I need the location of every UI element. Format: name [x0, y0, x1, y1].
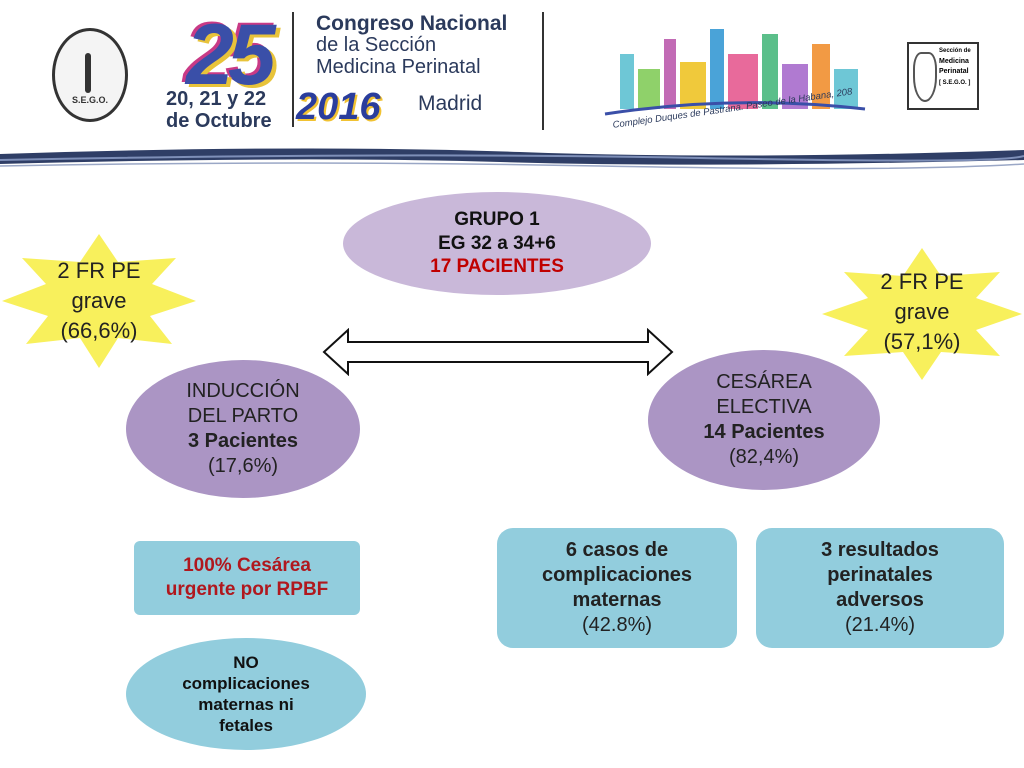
logo-line4: [ S.E.G.O. ]: [939, 80, 971, 86]
logo-line2: Medicina: [939, 58, 969, 65]
edition-number: 25: [186, 7, 276, 103]
seccion-medicina-perinatal-logo: Sección de Medicina Perinatal [ S.E.G.O.…: [907, 42, 979, 110]
maternas-line2: complicaciones: [541, 564, 693, 586]
group-patients: 17 PACIENTES: [430, 256, 564, 278]
sego-seal-logo: S.E.G.O.: [52, 28, 128, 122]
right-star-line3: (57,1%): [883, 328, 961, 354]
group-ellipse: GRUPO 1 EG 32 a 34+6 17 PACIENTES: [343, 192, 651, 295]
left-risk-star: [2, 234, 196, 368]
cesarea-line2: ELECTIVA: [716, 396, 812, 418]
dates-line1: 20, 21 y 22: [166, 88, 267, 110]
induccion-patients: 3 Pacientes: [187, 430, 299, 452]
left-star-line2: grave: [71, 288, 127, 314]
conference-header: S.E.G.O. 25 20, 21 y 22 de Octubre Congr…: [0, 0, 1024, 175]
induccion-percent: (17,6%): [207, 455, 279, 477]
uterus-icon: [913, 52, 937, 102]
maternas-line1: 6 casos de: [565, 539, 669, 561]
logo-line1: Sección de: [939, 48, 971, 54]
perinatales-line2: perinatales: [827, 564, 933, 586]
induccion-line1: INDUCCIÓN: [186, 380, 300, 402]
maternas-line3: maternas: [572, 589, 662, 611]
perinatales-percent: (21.4%): [844, 614, 916, 636]
no-compl-line2: complicaciones: [182, 673, 310, 693]
perinatales-line3: adversos: [836, 589, 924, 611]
group-title: GRUPO 1: [454, 208, 540, 230]
double-headed-arrow: [322, 328, 674, 376]
maternal-complications-box: 6 casos de complicaciones maternas (42.8…: [497, 528, 737, 648]
dates-line2: de Octubre: [166, 110, 272, 132]
madrid-skyline-illustration: [604, 29, 866, 116]
right-star-line1: 2 FR PE: [880, 269, 964, 295]
seal-text: S.E.G.O.: [71, 95, 108, 105]
induccion-line2: DEL PARTO: [187, 405, 299, 427]
cesarea-percent: (82,4%): [728, 446, 800, 468]
right-risk-star-text: 2 FR PE grave (57,1%): [858, 264, 986, 360]
perinatales-line1: 3 resultados: [821, 539, 939, 561]
induccion-ellipse: INDUCCIÓN DEL PARTO 3 Pacientes (17,6%): [126, 360, 360, 498]
urgent-cesarean-box: 100% Cesárea urgente por RPBF: [134, 541, 360, 615]
header-divider: [292, 12, 294, 127]
title-line2: de la Sección: [316, 34, 437, 56]
group-gestational-age: EG 32 a 34+6: [438, 232, 556, 254]
city-label: Madrid: [418, 92, 483, 115]
left-risk-star-text: 2 FR PE grave (66,6%): [36, 252, 162, 350]
left-star-line1: 2 FR PE: [57, 258, 141, 284]
caduceus-icon: [85, 53, 91, 93]
logo-line3: Perinatal: [939, 68, 969, 75]
cesarea-ellipse: CESÁREA ELECTIVA 14 Pacientes (82,4%): [648, 350, 880, 490]
cesarea-patients: 14 Pacientes: [703, 421, 825, 443]
year-label: 2016: [296, 86, 381, 128]
right-star-line2: grave: [894, 299, 950, 325]
right-risk-star: [822, 248, 1022, 380]
perinatal-outcomes-box: 3 resultados perinatales adversos (21.4%…: [756, 528, 1004, 648]
cesarea-line1: CESÁREA: [716, 371, 812, 393]
no-compl-line1: NO: [233, 652, 259, 672]
left-star-line3: (66,6%): [60, 317, 138, 343]
title-line1: Congreso Nacional: [316, 12, 508, 35]
title-line3: Medicina Perinatal: [316, 56, 481, 78]
maternas-percent: (42.8%): [581, 614, 653, 636]
no-complications-ellipse: NO complicaciones maternas ni fetales: [126, 638, 366, 750]
header-brush-band: [0, 148, 1024, 170]
header-divider-2: [542, 12, 544, 130]
urgent-line2: urgente por RPBF: [165, 579, 329, 600]
no-compl-line4: fetales: [219, 716, 273, 736]
no-compl-line3: maternas ni: [198, 695, 294, 714]
urgent-line1: 100% Cesárea: [183, 555, 311, 577]
